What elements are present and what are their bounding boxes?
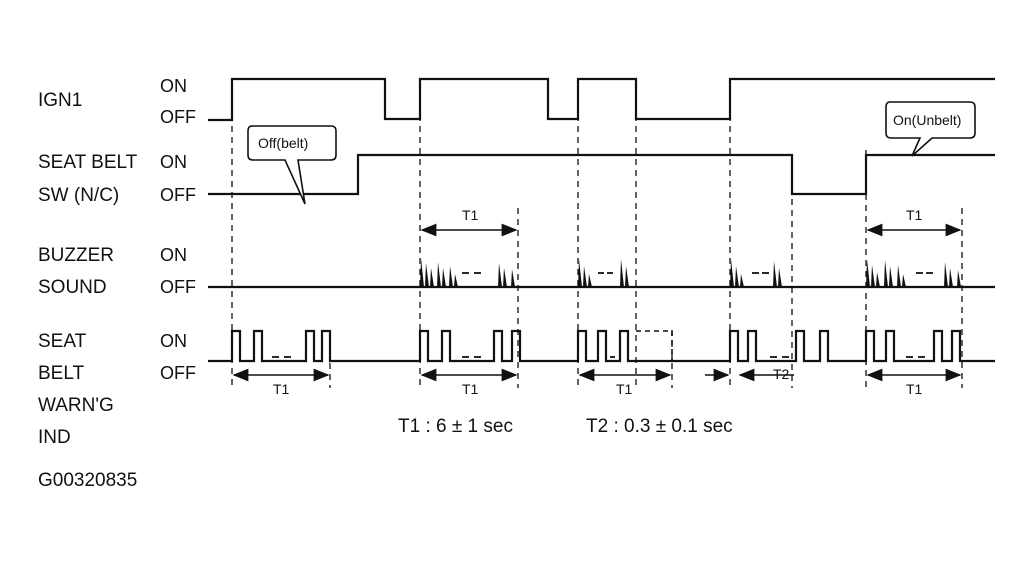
t1-label-ind-1: T1 <box>273 381 290 397</box>
interval-arrows <box>232 223 962 382</box>
t2-timing-note: T2 : 0.3 ± 0.1 sec <box>586 416 733 437</box>
warn-ind-on-label: ON <box>160 331 187 351</box>
warn-ind-label-line1: SEAT <box>38 331 87 352</box>
t1-label-ind-3: T1 <box>616 381 633 397</box>
reference-lines <box>231 82 963 388</box>
buzzer-label-line2: SOUND <box>38 277 107 298</box>
callout-on-unbelt-text: On(Unbelt) <box>893 112 962 128</box>
warn-ind-off-label: OFF <box>160 363 196 383</box>
warn-ind-label-line4: IND <box>38 427 71 448</box>
seatbelt-sw-off-label: OFF <box>160 185 196 205</box>
ign1-waveform <box>208 77 995 122</box>
warn-ind-label-line2: BELT <box>38 363 85 384</box>
seatbelt-sw-waveform <box>208 153 995 196</box>
ign1-on-label: ON <box>160 76 187 96</box>
callout-off-belt-text: Off(belt) <box>258 135 309 151</box>
callout-on-unbelt-bubble <box>885 101 976 157</box>
t1-label-ind-2: T1 <box>462 381 479 397</box>
ign1-label: IGN1 <box>38 90 83 111</box>
buzzer-spikes <box>420 258 961 287</box>
t1-label-ind-4: T1 <box>906 381 923 397</box>
t2-label: T2 <box>773 366 790 382</box>
figure-id: G00320835 <box>38 470 138 491</box>
buzzer-on-label: ON <box>160 245 187 265</box>
seatbelt-sw-label-line2: SW (N/C) <box>38 185 120 206</box>
warn-ind-label-line3: WARN'G <box>38 395 114 416</box>
ign1-off-label: OFF <box>160 107 196 127</box>
callout-off-belt-bubble <box>247 125 337 205</box>
seatbelt-sw-label-line1: SEAT BELT <box>38 152 138 173</box>
buzzer-label-line1: BUZZER <box>38 245 114 266</box>
t1-label-buzzer-2: T1 <box>906 207 923 223</box>
seatbelt-sw-on-label: ON <box>160 152 187 172</box>
t1-label-buzzer-1: T1 <box>462 207 479 223</box>
warn-ind-waveform <box>208 329 995 363</box>
buzzer-off-label: OFF <box>160 277 196 297</box>
t1-timing-note: T1 : 6 ± 1 sec <box>398 416 513 437</box>
